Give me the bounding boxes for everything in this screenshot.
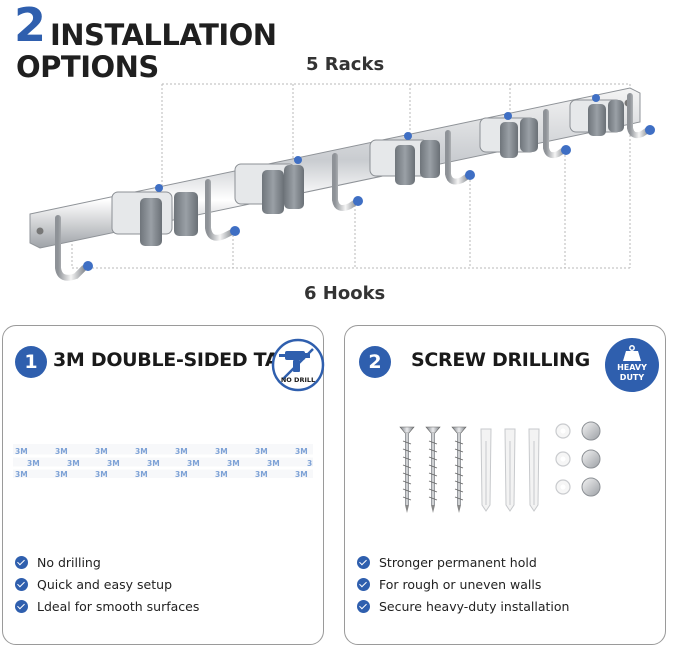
tape-print: 3M	[175, 470, 188, 478]
hook-cap	[561, 145, 571, 155]
tape-print: 3M	[215, 470, 228, 478]
tape-print: 3M	[95, 447, 108, 456]
tape-print: 3M	[307, 459, 313, 468]
check-icon	[15, 599, 28, 613]
option-title: SCREW DRILLING	[411, 349, 590, 371]
screw-cap-icon	[581, 477, 601, 497]
header-title-line2: OPTIONS	[16, 50, 159, 84]
feature-item: Stronger permanent hold	[357, 551, 569, 573]
rack-clip	[369, 132, 440, 185]
double-sided-tape: 3M 3M 3M 3M 3M 3M 3M 3M 3M 3M 3M 3M 3M 3M 3M 3M 3M 3M 3M 3M…	[13, 444, 313, 478]
option-title: 3M DOUBLE-SIDED TAPE	[53, 349, 306, 371]
step-badge: 2	[359, 346, 391, 378]
hook-cap	[230, 226, 240, 236]
tape-print: 3M	[107, 459, 120, 468]
screw-icon	[425, 426, 441, 513]
tape-print: 3M	[135, 470, 148, 478]
hook-cap	[645, 125, 655, 135]
tape-print: 3M	[295, 447, 308, 456]
feature-item: Secure heavy-duty installation	[357, 595, 569, 617]
check-icon	[357, 577, 370, 591]
no-drill-text: NO DRILL	[281, 376, 315, 384]
feature-list: No drilling Quick and easy setup Ldeal f…	[15, 551, 199, 617]
rack-clip	[569, 94, 624, 136]
wall-anchor-icon	[480, 428, 492, 512]
weight-icon	[623, 345, 641, 361]
tape-print: 3M	[135, 447, 148, 456]
tape-print: 3M	[147, 459, 160, 468]
check-icon	[15, 577, 28, 591]
check-icon	[15, 555, 28, 569]
check-icon	[357, 555, 370, 569]
step-badge: 1	[15, 346, 47, 378]
feature-item: Ldeal for smooth surfaces	[15, 595, 199, 617]
hook-cap	[353, 196, 363, 206]
rack-clip	[111, 184, 198, 246]
heavy-duty-badge: HEAVY DUTY	[605, 338, 659, 392]
header-title-line1: INSTALLATION	[50, 18, 277, 52]
header-number: 2	[14, 0, 46, 52]
no-drill-badge: NO DRILL	[271, 338, 325, 392]
tape-print: 3M	[255, 447, 268, 456]
screw-icon	[451, 426, 467, 513]
wall-anchor-icon	[528, 428, 540, 512]
tape-print: 3M	[295, 470, 308, 478]
feature-list: Stronger permanent hold For rough or une…	[357, 551, 569, 617]
hooks-label: 6 Hooks	[304, 283, 386, 304]
rack-illustration	[29, 83, 655, 281]
rack-clip	[234, 156, 304, 214]
hook-cap	[83, 261, 93, 271]
rack-clip	[479, 112, 538, 158]
tape-print: 3M	[15, 447, 28, 456]
tape-print: 3M	[95, 470, 108, 478]
feature-item: Quick and easy setup	[15, 573, 199, 595]
tape-print: 3M	[255, 470, 268, 478]
feature-item: For rough or uneven walls	[357, 573, 569, 595]
check-icon	[357, 599, 370, 613]
wall-anchor-icon	[504, 428, 516, 512]
screw-cap-icon	[581, 421, 601, 441]
feature-item: No drilling	[15, 551, 199, 573]
tape-print: 3M	[67, 459, 80, 468]
screw-option-panel: 2 SCREW DRILLING HEAVY DUTY	[344, 325, 666, 645]
hook-cap	[465, 170, 475, 180]
tape-print: 3M	[267, 459, 280, 468]
tape-print: 3M	[27, 459, 40, 468]
tape-print: 3M	[227, 459, 240, 468]
tape-print: 3M	[175, 447, 188, 456]
tape-print: 3M	[215, 447, 228, 456]
header: 2 INSTALLATION OPTIONS	[14, 0, 314, 84]
screw-hardware-set	[399, 421, 601, 513]
screw-icon	[399, 426, 415, 513]
tape-print: 3M	[55, 470, 68, 478]
tape-print: 3M	[187, 459, 200, 468]
racks-label: 5 Racks	[306, 54, 385, 75]
tape-print: 3M	[15, 470, 28, 478]
tape-print: 3M	[55, 447, 68, 456]
screw-cap-icon	[581, 449, 601, 469]
